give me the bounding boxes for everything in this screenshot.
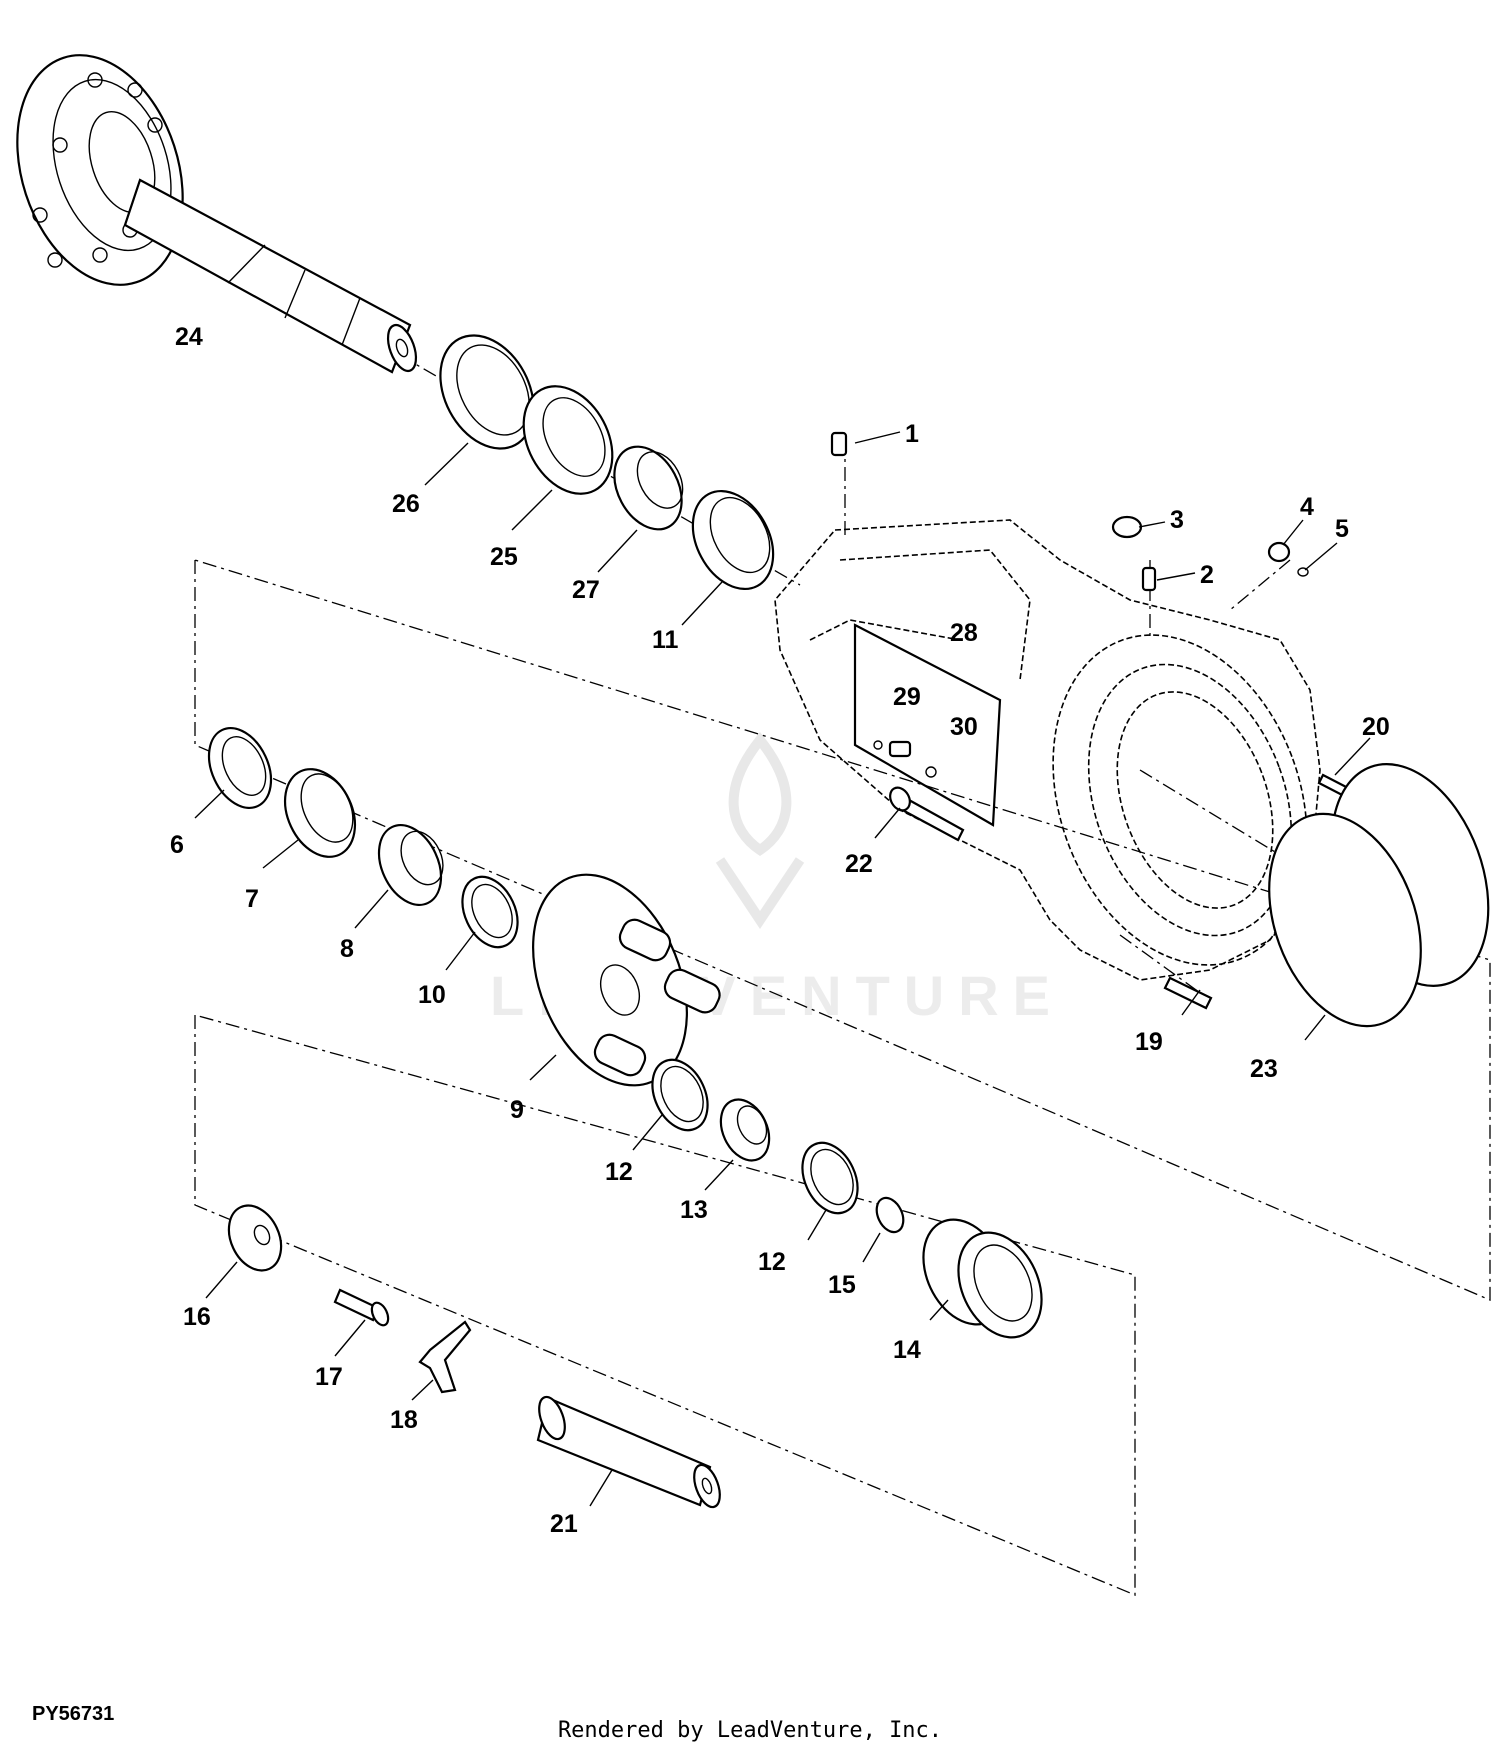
callout-27: 27 <box>572 576 600 604</box>
figure-id: PY56731 <box>32 1703 115 1725</box>
callout-3: 3 <box>1170 506 1184 534</box>
shaft-part-21 <box>536 1395 721 1509</box>
callout-17: 17 <box>315 1363 343 1391</box>
callout-2: 2 <box>1200 561 1214 589</box>
rendered-by-footer: Rendered by LeadVenture, Inc. <box>557 1718 943 1743</box>
callout-5: 5 <box>1335 515 1349 543</box>
snap-ring-part-15 <box>875 1196 905 1234</box>
callout-18: 18 <box>390 1406 418 1434</box>
callout-15: 15 <box>828 1271 856 1299</box>
lock-plate-part-18 <box>418 1320 472 1394</box>
snap-ring-part-12-upper <box>651 1058 709 1132</box>
oring-part-30 <box>925 766 937 778</box>
callout-13: 13 <box>680 1196 708 1224</box>
axle-shaft-part-24 <box>16 54 418 374</box>
callout-6: 6 <box>170 831 184 859</box>
bearing-cup-part-7 <box>283 768 357 858</box>
callout-10: 10 <box>418 981 446 1009</box>
fitting-part-1 <box>830 431 848 457</box>
callout-24: 24 <box>175 323 203 351</box>
valve-part-29 <box>888 740 912 758</box>
fitting-part-2 <box>1141 566 1157 592</box>
bearing-cup-part-11 <box>691 489 775 591</box>
callout-11: 11 <box>652 626 679 654</box>
callout-14: 14 <box>893 1336 921 1364</box>
oring-part-5 <box>1297 567 1309 577</box>
seal-part-26 <box>439 334 535 450</box>
oring-part-29 <box>873 740 883 750</box>
ring-part-23 <box>1268 763 1490 1028</box>
seal-part-6 <box>207 727 273 809</box>
washer-part-10 <box>461 875 519 949</box>
callout-1: 1 <box>905 420 919 448</box>
pin-part-19 <box>1163 976 1213 1010</box>
bearing-part-27 <box>613 445 684 531</box>
callout-12b: 12 <box>758 1248 786 1276</box>
callout-19: 19 <box>1135 1028 1163 1056</box>
callout-21: 21 <box>550 1510 578 1538</box>
plug-part-4 <box>1267 541 1291 563</box>
callout-7: 7 <box>245 885 259 913</box>
callout-23: 23 <box>1250 1055 1278 1083</box>
planet-carrier-part-9 <box>532 873 721 1087</box>
callout-25: 25 <box>490 543 518 571</box>
gear-part-13 <box>719 1098 771 1162</box>
callout-12a: 12 <box>605 1158 633 1186</box>
callout-22: 22 <box>845 850 873 878</box>
callout-26: 26 <box>392 490 420 518</box>
callout-9: 9 <box>510 1096 524 1124</box>
callout-20: 20 <box>1362 713 1390 741</box>
kit-box-part-28 <box>853 623 1002 827</box>
callout-29: 29 <box>893 683 921 711</box>
callout-labels: 1 2 3 4 5 6 7 8 9 10 11 12 12 13 14 15 1… <box>170 323 1390 1538</box>
bushing-part-14 <box>922 1218 1043 1339</box>
callout-8: 8 <box>340 935 354 963</box>
callout-28: 28 <box>950 619 978 647</box>
bolt-part-22 <box>889 786 965 842</box>
fitting-part-3 <box>1111 515 1143 539</box>
seal-part-25 <box>522 385 614 495</box>
leader-lines <box>194 244 1371 1507</box>
callout-30: 30 <box>950 713 978 741</box>
transmission-housing <box>774 519 1321 981</box>
callout-4: 4 <box>1300 493 1314 521</box>
callout-16: 16 <box>183 1303 211 1331</box>
snap-ring-part-12-lower <box>801 1141 859 1215</box>
bolt-part-17 <box>333 1288 390 1327</box>
washer-part-16 <box>227 1204 283 1272</box>
bearing-part-8 <box>377 824 444 906</box>
